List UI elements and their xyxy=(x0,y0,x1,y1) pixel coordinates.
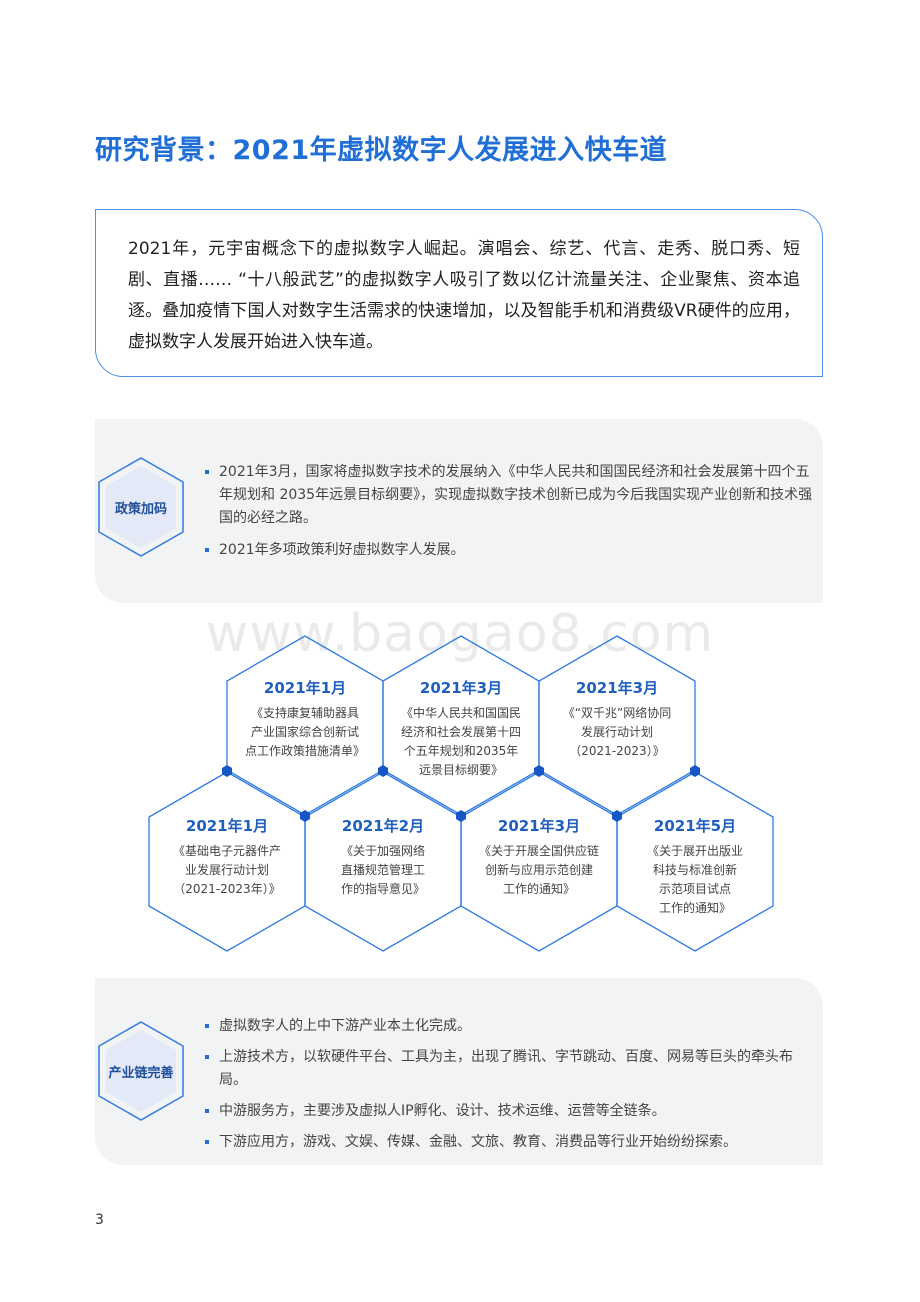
bullet-icon xyxy=(205,548,209,552)
bullet-icon xyxy=(205,1055,209,1059)
page-title: 研究背景：2021年虚拟数字人发展进入快车道 xyxy=(95,135,668,166)
watermark: www.baogao8.com xyxy=(205,604,715,664)
hexagon-icon xyxy=(98,1021,184,1121)
chain-list: 虚拟数字人的上中下游产业本土化完成。 上游技术方，以软硬件平台、工具为主，出现了… xyxy=(205,1015,815,1162)
timeline-item: 2021年3月 《关于开展全国供应链 创新与应用示范创建 工作的通知》 xyxy=(478,817,599,896)
list-item: 中游服务方，主要涉及虚拟人IP孵化、设计、技术运维、运营等全链条。 xyxy=(205,1100,815,1123)
hex-node-icon xyxy=(690,765,700,777)
list-item: 上游技术方，以软硬件平台、工具为主，出现了腾讯、字节跳动、百度、网易等巨头的牵头… xyxy=(205,1046,815,1092)
timeline-item: 2021年2月 《关于加强网络 直播规范管理工 作的指导意见》 xyxy=(340,817,425,896)
list-item: 下游应用方，游戏、文娱、传媒、金融、文旅、教育、消费品等行业开始纷纷探索。 xyxy=(205,1131,815,1154)
bullet-icon xyxy=(205,1109,209,1113)
timeline-item: 2021年5月 《关于展开出版业 科技与标准创新 示范项目试点 工作的通知》 xyxy=(646,817,743,915)
list-item: 虚拟数字人的上中下游产业本土化完成。 xyxy=(205,1015,815,1038)
policy-badge-label: 政策加码 xyxy=(114,501,167,517)
chain-badge-label: 产业链完善 xyxy=(108,1065,174,1081)
timeline-item: 2021年3月 《中华人民共和国国民 经济和社会发展第十四 个五年规划和2035… xyxy=(400,679,521,777)
bullet-icon xyxy=(205,1140,209,1144)
timeline-item: 2021年1月 《基础电子元器件产 业发展行动计划 （2021-2023年）》 xyxy=(172,817,281,896)
page-number: 3 xyxy=(95,1212,104,1228)
timeline-item: 2021年3月 《“双千兆”网络协同 发展行动计划 （2021-2023）》 xyxy=(562,679,672,758)
intro-text: 2021年，元宇宙概念下的虚拟数字人崛起。演唱会、综艺、代言、走秀、脱口秀、短剧… xyxy=(128,239,800,352)
timeline-item: 2021年1月 《支持康复辅助器具 产业国家综合创新试 点工作政策措施清单》 xyxy=(244,679,365,758)
bullet-icon xyxy=(205,470,209,474)
list-item: 2021年3月，国家将虚拟数字技术的发展纳入《中华人民共和国国民经济和社会发展第… xyxy=(205,461,815,530)
chain-badge: 产业链完善 xyxy=(98,1021,184,1121)
bullet-icon xyxy=(205,1024,209,1028)
policy-badge: 政策加码 xyxy=(98,457,184,557)
hexagon-icon xyxy=(98,457,184,557)
list-item: 2021年多项政策利好虚拟数字人发展。 xyxy=(205,539,815,562)
policy-list: 2021年3月，国家将虚拟数字技术的发展纳入《中华人民共和国国民经济和社会发展第… xyxy=(205,461,815,571)
industry-chain-panel: 产业链完善 虚拟数字人的上中下游产业本土化完成。 上游技术方，以软硬件平台、工具… xyxy=(95,978,823,1165)
hex-node-icon xyxy=(222,765,232,777)
policy-panel: 政策加码 2021年3月，国家将虚拟数字技术的发展纳入《中华人民共和国国民经济和… xyxy=(95,419,823,603)
intro-box: 2021年，元宇宙概念下的虚拟数字人崛起。演唱会、综艺、代言、走秀、脱口秀、短剧… xyxy=(95,209,823,377)
